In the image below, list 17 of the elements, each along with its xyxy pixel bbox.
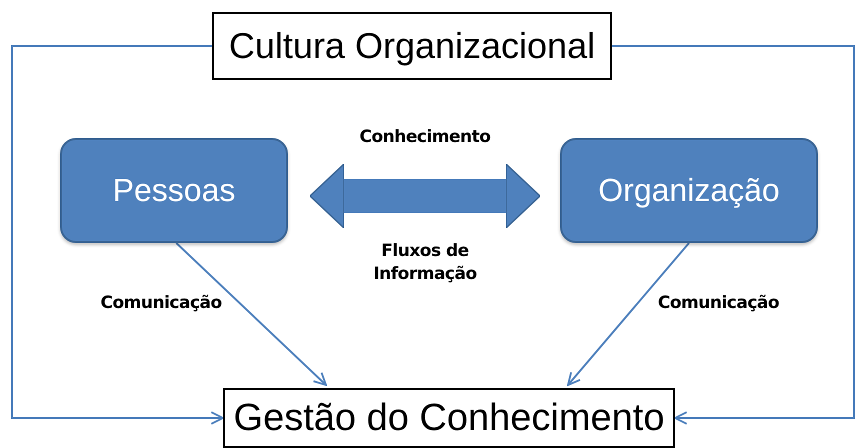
edge-label: Conhecimento [358,126,492,149]
arrow [612,45,855,425]
edge-label: Comunicação [100,292,223,315]
rounded-box [560,138,818,243]
arrow [11,45,224,425]
double-block-arrow [309,163,541,229]
annotation: Fluxos de Informação [372,240,478,286]
text-box [212,12,612,80]
box-label: Pessoas [112,172,236,209]
arrow [567,242,690,386]
edge-label: Comunicação [656,292,780,315]
arrow [176,242,327,386]
box-label: Gestão do Conhecimento [234,396,664,440]
box-label: Organização [598,172,780,209]
box-label: Cultura Organizacional [228,25,596,67]
rounded-box [60,138,288,243]
text-box [223,388,675,448]
